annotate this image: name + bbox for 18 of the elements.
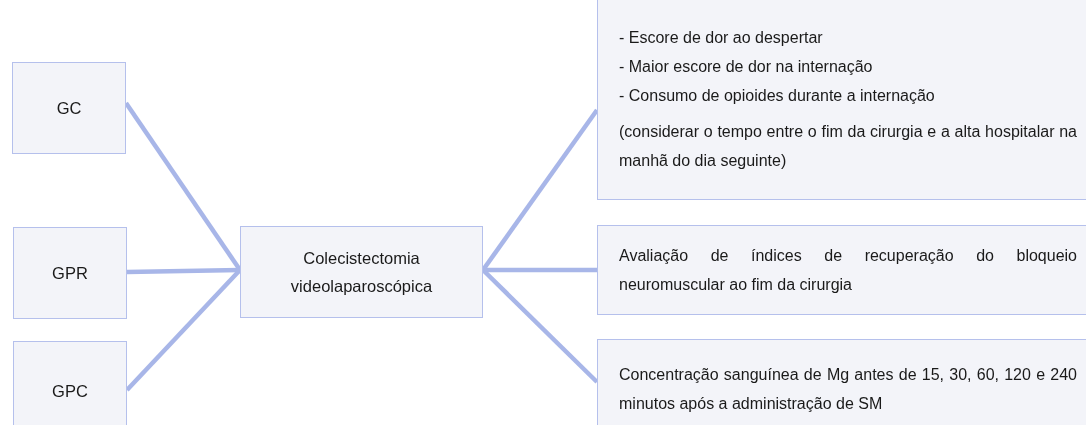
description-text: Avaliação de índices de recuperação do bloqueio neuromuscular ao fim da cirurgia [619, 246, 1077, 295]
label-text: - Consumo de opioides durante a internação [619, 86, 936, 106]
label-text: - Escore de dor ao despertar [619, 28, 824, 48]
group-box [13, 341, 127, 425]
label-text: GPR [52, 263, 88, 284]
label-text: GPC [52, 381, 88, 402]
label-text: GC [56, 98, 82, 119]
procedure-box [240, 226, 483, 318]
group-box [12, 62, 126, 154]
outcome-box [597, 225, 1086, 315]
connector-line [483, 267, 597, 273]
outcome-box [597, 0, 1086, 200]
description-text: Concentração sanguínea de Mg antes de 15, 30, 60, 120 e 240 minutos após a administração de SM [619, 365, 1077, 414]
outcome-box [597, 339, 1086, 425]
description-text: (considerar o tempo entre o fim da cirurgia e a alta hospitalar na manhã do dia seguinte) [619, 122, 1077, 171]
group-box [13, 227, 127, 319]
label-text: - Maior escore de dor na internação [619, 57, 874, 77]
label-text: Colecistectomia videolaparoscópica [289, 248, 434, 297]
